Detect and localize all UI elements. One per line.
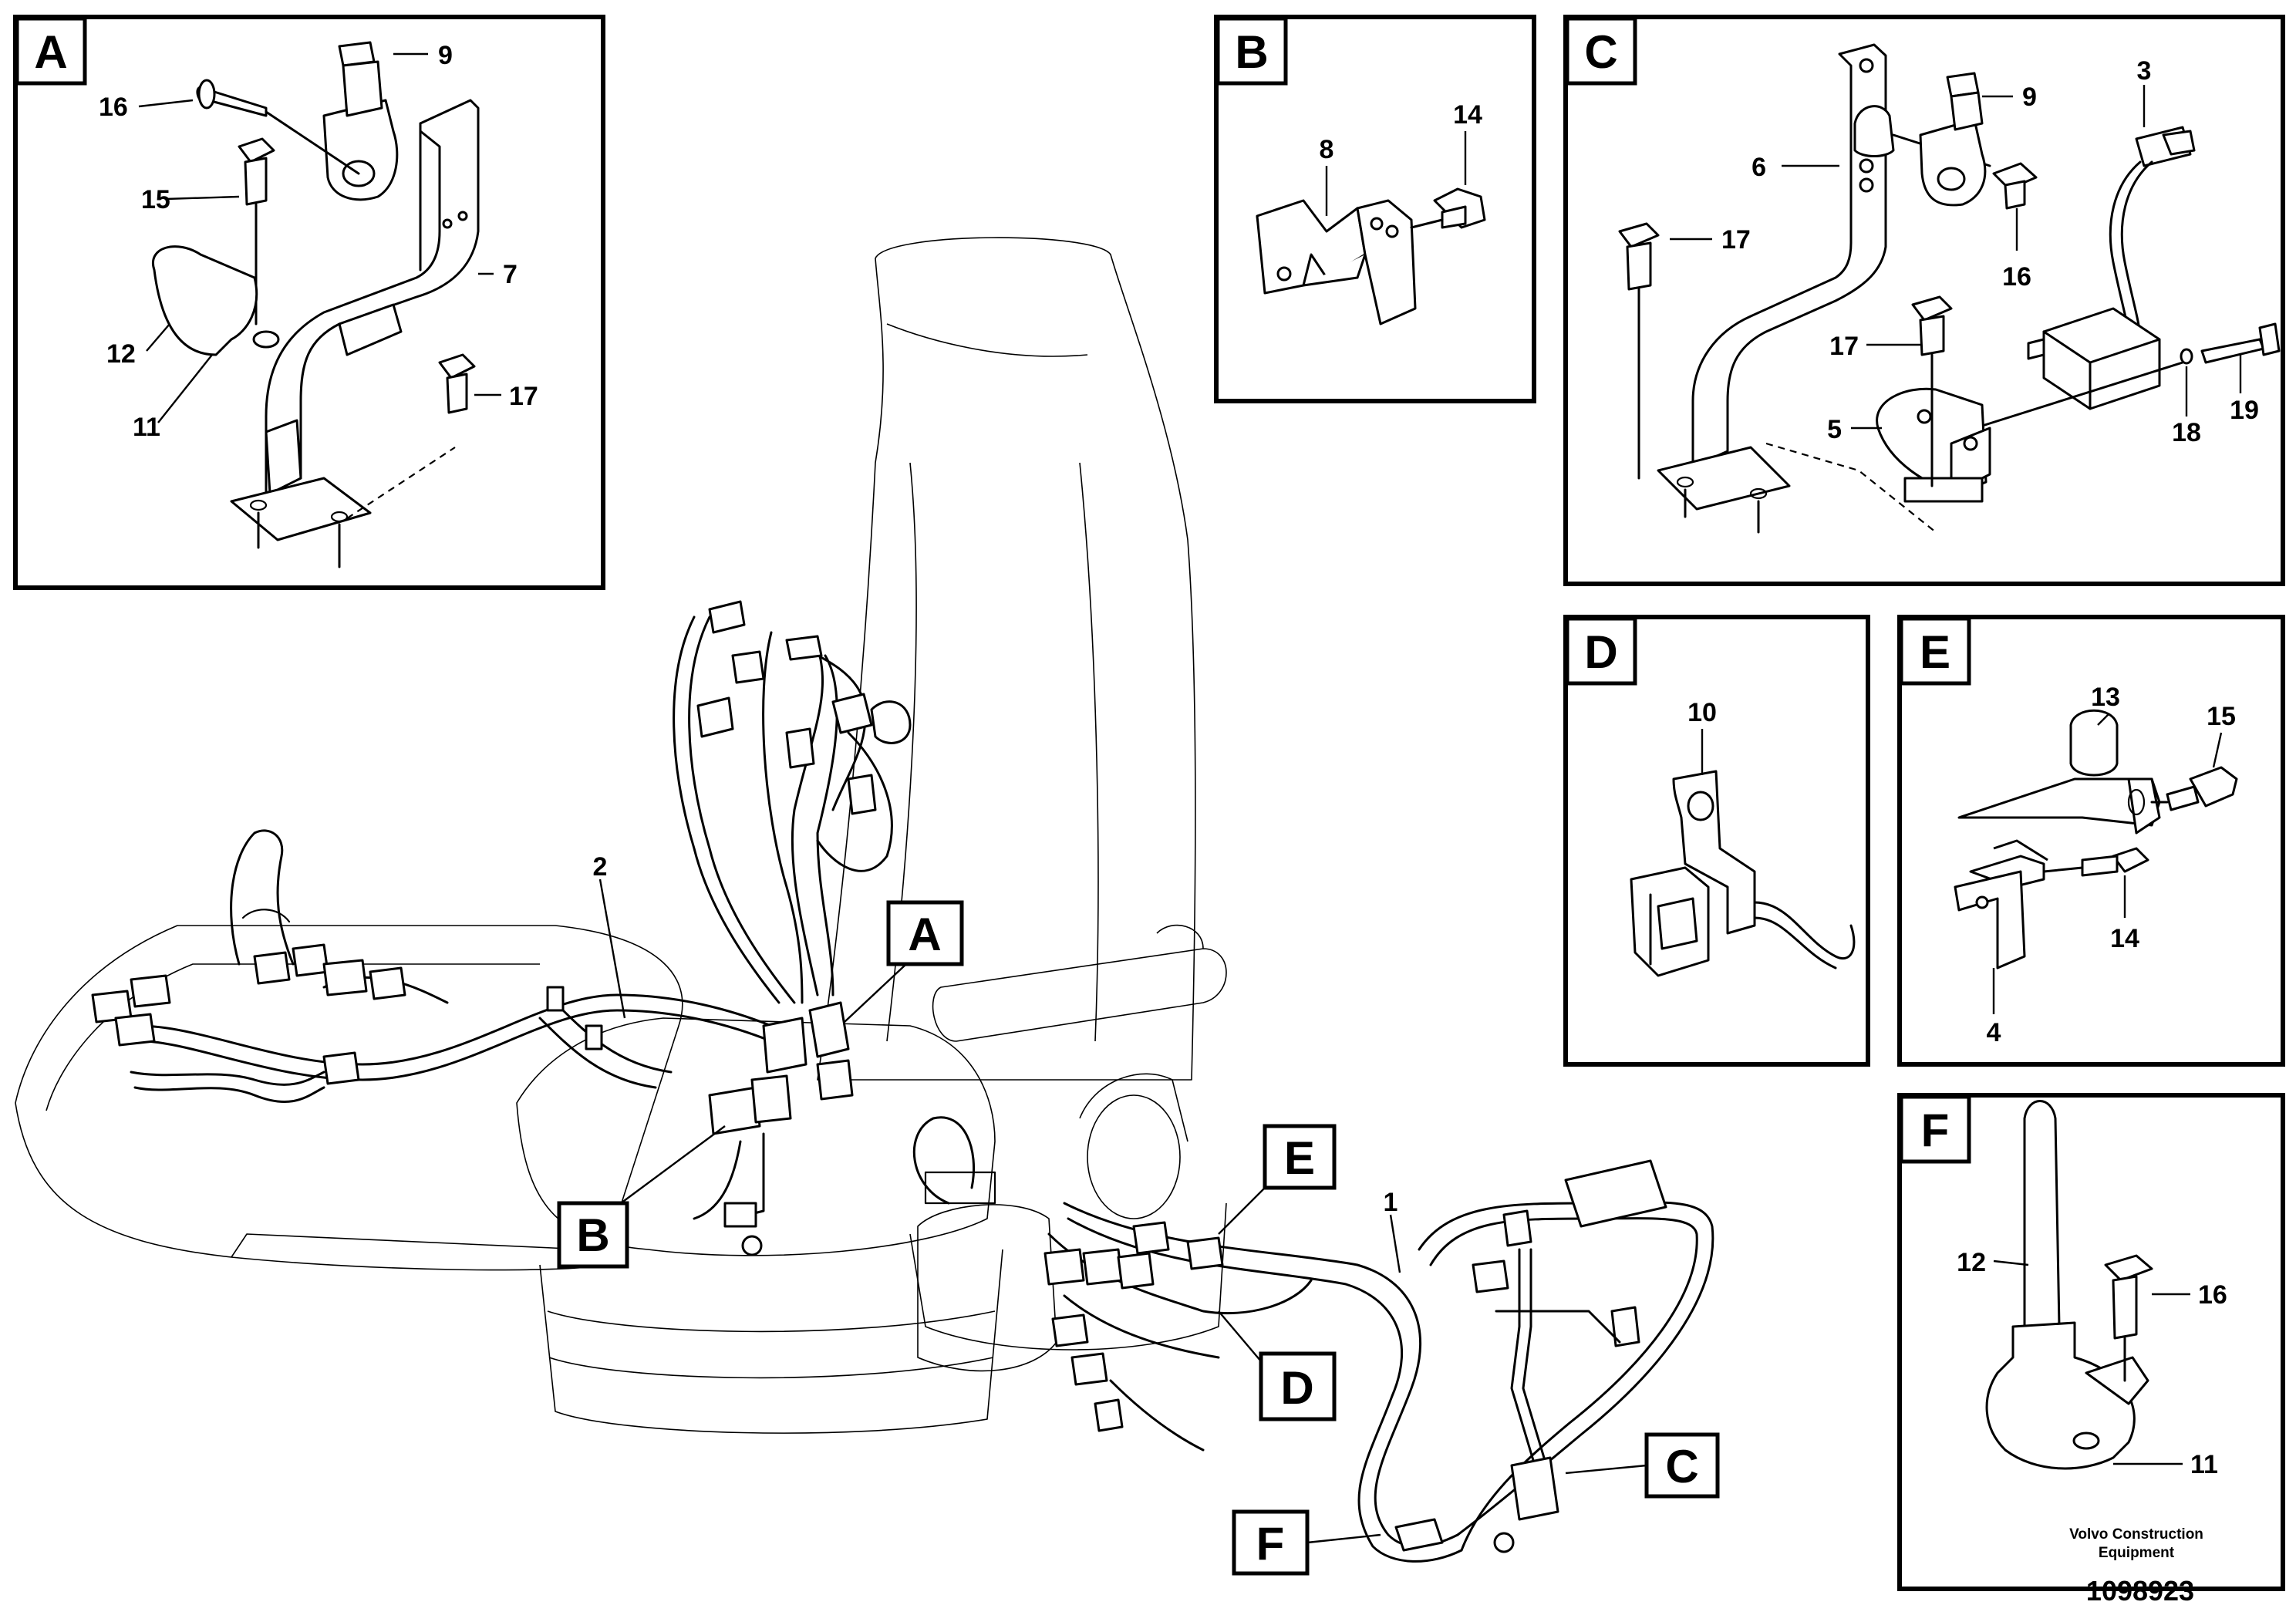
panel-b-label-8: 8 [1320,135,1334,164]
company-name-line2: Equipment [2099,1545,2175,1561]
panel-c-label-5: 5 [1827,415,1842,444]
main-tag-b: B [557,1201,629,1269]
leader-harness-1 [1389,1214,1401,1273]
panel-a-label-9: 9 [438,41,453,70]
upper-harness [673,600,912,1004]
panel-a-label-16: 16 [99,93,128,122]
main-tag-b-text: B [576,1209,609,1261]
panel-a-tag: A [34,26,67,78]
panel-d-tag: D [1584,626,1617,678]
company-name-line1: Volvo Construction [2069,1526,2203,1543]
panel-f-label-12: 12 [1957,1248,1986,1277]
detail-panel-f: F 12 16 11 [1897,1093,2285,1591]
main-tag-a: A [886,900,964,966]
detail-panel-d: D 10 [1563,615,1870,1067]
panel-a-label-11: 11 [133,413,160,442]
leader-main-d [1218,1310,1262,1362]
center-connector-cluster [693,1001,854,1256]
leader-main-e [1218,1187,1266,1235]
panel-f-tag: F [1921,1104,1950,1156]
detail-panel-b: B 8 14 [1214,15,1536,403]
main-tag-c-text: C [1665,1441,1698,1492]
detail-panel-c: C [1563,15,2285,586]
panel-c-label-9: 9 [2022,83,2037,112]
panel-a-label-7: 7 [503,260,518,289]
panel-b-label-14: 14 [1453,100,1482,130]
panel-a-label-17: 17 [509,382,538,411]
panel-b-tag: B [1235,26,1268,78]
panel-e-label-14: 14 [2110,924,2139,953]
panel-c-label-18: 18 [2172,418,2201,447]
panel-f-label-11: 11 [2190,1450,2218,1479]
main-tag-d: D [1259,1351,1337,1421]
panel-e-label-4: 4 [1987,1018,2001,1047]
footer: Volvo Construction Equipment 1098923 [2069,1526,2203,1607]
panel-c-label-6: 6 [1752,153,1766,182]
detail-panel-a: A [13,15,605,590]
main-tag-e-text: E [1284,1132,1315,1184]
right-joystick [912,1116,1057,1372]
main-assembly [15,237,1714,1563]
leader-main-b [620,1125,726,1204]
main-tag-c: C [1644,1432,1720,1499]
harness-2 [91,943,773,1103]
harness-1 [1043,1159,1714,1563]
leader-main-c [1565,1464,1647,1475]
leader-main-f [1306,1533,1381,1544]
panel-c-label-16: 16 [2002,262,2031,292]
panel-c-label-17b: 17 [1829,332,1859,361]
panel-c-tag: C [1584,26,1617,78]
detail-panel-e: E 13 15 14 4 [1897,615,2285,1067]
panel-f-label-16: 16 [2198,1280,2227,1310]
main-tag-f: F [1232,1509,1310,1576]
panel-c-label-19: 19 [2230,396,2259,425]
panel-c-label-3: 3 [2137,56,2152,86]
drawing-number: 1098923 [2086,1575,2194,1607]
panel-d-label-10: 10 [1687,698,1717,727]
harness-1-label: 1 [1384,1188,1398,1217]
panel-c-label-17a: 17 [1721,225,1751,255]
panel-a-label-15: 15 [141,185,170,214]
leader-harness-2 [598,878,626,1019]
panel-e-label-13: 13 [2091,683,2120,712]
panel-e-tag: E [1920,626,1950,678]
main-tag-a-text: A [908,909,941,960]
main-tag-d-text: D [1280,1362,1313,1414]
operator-seat [516,237,1227,1434]
harness-2-label: 2 [593,852,608,882]
panel-a-label-12: 12 [106,339,136,369]
main-tag-e: E [1263,1124,1337,1190]
main-tag-f-text: F [1256,1518,1285,1570]
leader-main-a [844,963,907,1023]
panel-e-label-15: 15 [2207,702,2236,731]
